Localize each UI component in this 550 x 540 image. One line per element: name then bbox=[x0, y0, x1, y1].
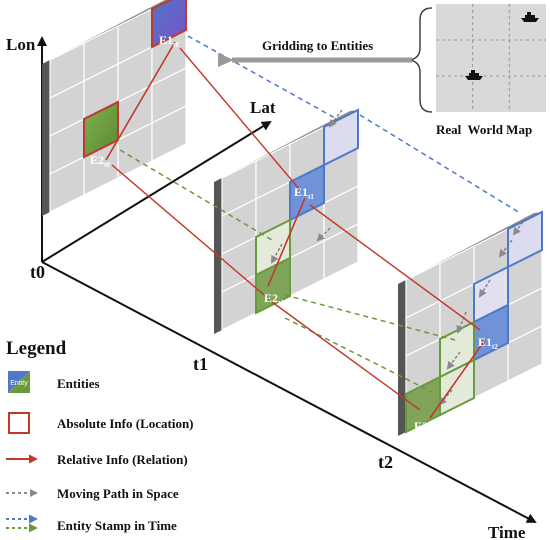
e1-trace-t2 bbox=[507, 210, 543, 269]
legend-entities: Entity Entities bbox=[8, 371, 100, 393]
grid-panel-t1 bbox=[214, 108, 359, 334]
legend-swatch-text: Entity bbox=[10, 380, 28, 387]
legend-relative: Relative Info (Relation) bbox=[6, 452, 188, 467]
moving-path bbox=[456, 311, 467, 334]
legend-moving: Moving Path in Space bbox=[6, 486, 179, 501]
e2-stamp-t0-t1 bbox=[119, 149, 273, 241]
e1-stamp-t1-t2 bbox=[359, 114, 521, 214]
relation-t1 bbox=[267, 197, 306, 287]
e2-stamp-t1-t2 bbox=[284, 294, 456, 341]
time-axis-label: Time bbox=[488, 523, 526, 540]
time-axis bbox=[41, 261, 537, 523]
e1-stamp-t0-t1 bbox=[187, 35, 336, 119]
grid-panel-t2 bbox=[398, 210, 543, 436]
relation-t0-t1 bbox=[179, 47, 301, 191]
map-bracket bbox=[409, 7, 433, 113]
real-world-map: Gridding to Entities Real World Map bbox=[218, 4, 546, 137]
legend-label-moving: Moving Path in Space bbox=[57, 486, 179, 501]
moving-path bbox=[478, 279, 491, 298]
t1-label: t1 bbox=[193, 354, 208, 374]
entity-e1-t0 bbox=[151, 0, 187, 49]
entity-e2-t1-label: E2t1 bbox=[264, 291, 284, 307]
legend-absolute: Absolute Info (Location) bbox=[8, 412, 194, 434]
relation-t2 bbox=[429, 339, 486, 419]
legend-label-entities: Entities bbox=[57, 376, 100, 391]
entity-e2-t0-label: E2t0 bbox=[90, 153, 110, 169]
legend-title: Legend bbox=[6, 338, 67, 359]
t0-label: t0 bbox=[30, 262, 45, 282]
gridding-label: Gridding to Entities bbox=[262, 38, 373, 53]
e2-stamp-t1-t2-b bbox=[284, 317, 433, 393]
moving-path bbox=[271, 243, 283, 264]
time-stamp-lines bbox=[119, 35, 521, 393]
moving-path bbox=[328, 109, 343, 128]
grid-cell bbox=[323, 223, 359, 280]
grid-cell bbox=[151, 105, 187, 162]
lat-axis-label: Lat bbox=[250, 98, 276, 117]
legend-label-relative: Relative Info (Relation) bbox=[57, 452, 188, 467]
relation-t1-t2 bbox=[309, 204, 481, 331]
grid-panel-t0 bbox=[42, 0, 187, 216]
ship-icon bbox=[465, 70, 483, 80]
entity-e1-t2-label: E1t2 bbox=[478, 335, 498, 351]
relation-e2-t1-t2 bbox=[271, 301, 421, 411]
moving-path bbox=[512, 217, 527, 236]
moving-path bbox=[446, 351, 461, 370]
lon-axis-label: Lon bbox=[6, 35, 36, 54]
axes: Lon Lat Time t0 t1 t2 bbox=[6, 35, 537, 540]
entity-e1-t1 bbox=[289, 163, 325, 222]
relation-lines bbox=[105, 41, 486, 419]
panel-edge bbox=[398, 280, 406, 436]
entity-e2-t2-label: E2t2 bbox=[414, 419, 434, 435]
relation-t0 bbox=[105, 41, 176, 161]
lat-axis bbox=[41, 120, 272, 263]
ship-icon bbox=[521, 12, 539, 22]
entity-e1-t0-label: E1t0 bbox=[159, 33, 179, 49]
entity-e2-t1 bbox=[255, 256, 291, 315]
legend-stamp: Entity Stamp in Time bbox=[6, 514, 177, 533]
grid-cell bbox=[507, 325, 543, 382]
moving-path bbox=[316, 227, 331, 242]
entity-labels: E1t0 E2t0 E1t1 E2t1 E1t2 E2t2 bbox=[90, 33, 498, 435]
entity-e1-t1-label: E1t1 bbox=[294, 185, 314, 201]
t2-label: t2 bbox=[378, 452, 393, 472]
legend-label-stamp: Entity Stamp in Time bbox=[57, 518, 177, 533]
legend: Legend Entity Entities Absolute Info (Lo… bbox=[6, 338, 194, 533]
legend-label-absolute: Absolute Info (Location) bbox=[57, 416, 194, 431]
panel-edge bbox=[42, 60, 50, 216]
entity-e2-t2 bbox=[405, 375, 441, 434]
relation-e2-t0-t1 bbox=[111, 164, 271, 301]
map-caption: Real World Map bbox=[436, 122, 532, 137]
grid-panels bbox=[42, 0, 543, 436]
moving-path bbox=[498, 239, 513, 258]
